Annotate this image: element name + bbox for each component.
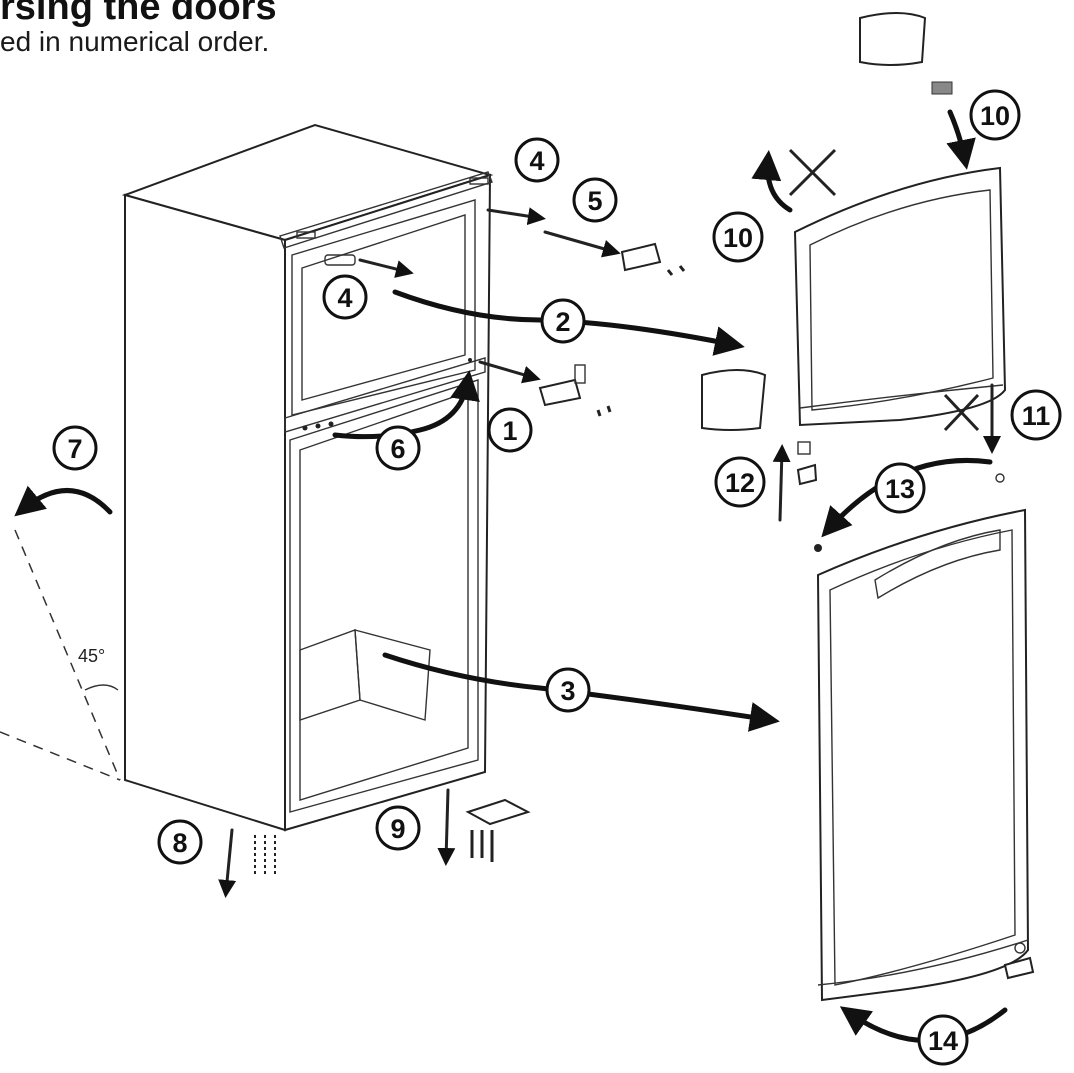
step-callout-11: 11 — [1010, 389, 1062, 441]
page-title: rsing the doors — [0, 0, 277, 28]
svg-text:4: 4 — [337, 283, 352, 313]
step-callout-13: 13 — [874, 462, 926, 514]
step-callout-4-top: 4 — [514, 137, 560, 183]
svg-text:1: 1 — [502, 416, 517, 446]
svg-text:5: 5 — [587, 186, 602, 216]
hardware-parts — [254, 12, 1035, 980]
svg-text:7: 7 — [67, 434, 82, 464]
step-callout-12: 12 — [714, 456, 766, 508]
step-callout-14: 14 — [917, 1014, 969, 1066]
svg-text:13: 13 — [885, 474, 915, 504]
step-callout-3: 3 — [545, 667, 591, 713]
lower-door — [816, 508, 1030, 1002]
step-callout-6: 6 — [375, 425, 421, 471]
step-callout-1: 1 — [487, 407, 533, 453]
svg-text:9: 9 — [390, 814, 405, 844]
svg-text:11: 11 — [1022, 401, 1051, 431]
step-callout-8: 8 — [157, 819, 203, 865]
svg-text:12: 12 — [725, 468, 755, 498]
angle-label: 45° — [78, 646, 105, 666]
svg-text:3: 3 — [560, 676, 575, 706]
fridge-cabinet — [121, 123, 494, 832]
step-callout-2: 2 — [540, 298, 586, 344]
svg-text:14: 14 — [928, 1026, 958, 1056]
step-callout-4-freezer: 4 — [322, 274, 368, 320]
svg-text:8: 8 — [172, 828, 187, 858]
svg-text:2: 2 — [555, 307, 570, 337]
svg-text:10: 10 — [723, 223, 753, 253]
step-callout-9: 9 — [375, 805, 421, 851]
page-subtitle: ed in numerical order. — [0, 26, 270, 57]
step-callout-10-right: 10 — [969, 89, 1021, 141]
svg-text:6: 6 — [390, 434, 405, 464]
step-callout-5: 5 — [572, 177, 618, 223]
step-callout-10-left: 10 — [712, 211, 764, 263]
svg-text:10: 10 — [980, 101, 1010, 131]
tilt-guide: 45° — [0, 529, 121, 781]
step-callout-7: 7 — [52, 425, 98, 471]
svg-text:4: 4 — [529, 146, 544, 176]
upper-door — [793, 166, 1007, 427]
